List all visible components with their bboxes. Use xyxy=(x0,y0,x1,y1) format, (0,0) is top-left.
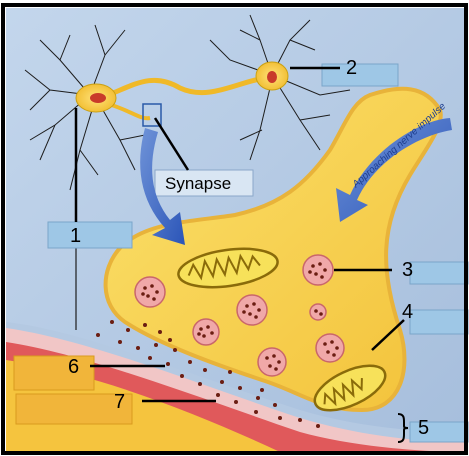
label-box-1 xyxy=(48,222,132,248)
synapse-label: Synapse xyxy=(165,174,231,193)
number-7: 7 xyxy=(114,391,125,413)
label-box-6 xyxy=(14,356,94,390)
number-3: 3 xyxy=(402,259,413,281)
number-5: 5 xyxy=(418,417,429,439)
label-box-4 xyxy=(410,310,468,334)
number-6: 6 xyxy=(68,356,79,378)
number-4: 4 xyxy=(402,301,413,323)
nucleus-2 xyxy=(267,71,277,83)
nucleus-1 xyxy=(90,93,106,103)
number-1: 1 xyxy=(70,225,81,247)
label-box-3 xyxy=(410,262,468,284)
number-2: 2 xyxy=(346,57,357,79)
